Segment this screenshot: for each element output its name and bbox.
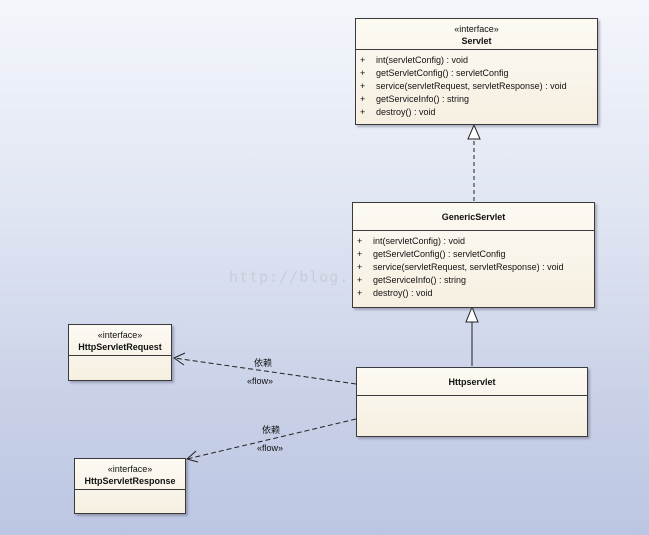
request-dependency-stereotype: «flow» — [247, 376, 274, 386]
response-dependency-name: 依赖 — [262, 425, 281, 435]
watermark: http://blog. — [229, 268, 350, 286]
class-http-servlet[interactable]: Httpservlet — [356, 367, 588, 437]
operation[interactable]: +service(servletRequest, servletResponse… — [357, 262, 564, 272]
operation[interactable]: +destroy() : void — [357, 288, 433, 298]
operation[interactable]: +getServiceInfo() : string — [360, 94, 470, 104]
generalization-arrowhead — [465, 305, 479, 323]
class-http-servlet-response-stereotype: «interface» — [107, 464, 153, 474]
class-generic-servlet-operations: +int(servletConfig) : void +getServletCo… — [353, 231, 594, 300]
class-http-servlet-name: Httpservlet — [448, 377, 496, 387]
operation[interactable]: +int(servletConfig) : void — [357, 236, 466, 246]
response-dependency-line[interactable] — [186, 418, 357, 460]
class-servlet-name: Servlet — [461, 36, 492, 46]
class-servlet-operations: +int(servletConfig) : void +getServletCo… — [356, 50, 597, 119]
class-servlet-stereotype: «interface» — [454, 24, 499, 34]
class-http-servlet-request[interactable]: «interface» HttpServletRequest — [68, 324, 172, 381]
request-dependency-line[interactable] — [173, 357, 357, 385]
class-http-servlet-request-name: HttpServletRequest — [78, 342, 162, 352]
operation[interactable]: +int(servletConfig) : void — [360, 55, 469, 65]
request-dependency-arrowhead — [172, 352, 186, 366]
class-servlet-header: «interface» Servlet — [356, 19, 597, 50]
operation[interactable]: +getServletConfig() : servletConfig — [357, 249, 506, 259]
class-http-servlet-response-header: «interface» HttpServletResponse — [75, 459, 185, 490]
operation[interactable]: +getServiceInfo() : string — [357, 275, 467, 285]
operation[interactable]: +getServletConfig() : servletConfig — [360, 68, 509, 78]
response-dependency-stereotype: «flow» — [257, 443, 284, 453]
request-dependency-name: 依赖 — [254, 358, 273, 368]
class-http-servlet-response-name: HttpServletResponse — [84, 476, 176, 486]
operation[interactable]: +service(servletRequest, servletResponse… — [360, 81, 567, 91]
class-generic-servlet[interactable]: GenericServlet +int(servletConfig) : voi… — [352, 202, 595, 308]
response-dependency-arrowhead — [185, 450, 199, 463]
realization-arrowhead — [467, 123, 481, 140]
class-generic-servlet-name: GenericServlet — [441, 212, 506, 222]
class-http-servlet-header: Httpservlet — [357, 368, 587, 396]
class-generic-servlet-header: GenericServlet — [353, 203, 594, 231]
class-http-servlet-response[interactable]: «interface» HttpServletResponse — [74, 458, 186, 514]
operation[interactable]: +destroy() : void — [360, 107, 436, 117]
class-http-servlet-request-stereotype: «interface» — [97, 330, 143, 340]
class-servlet[interactable]: «interface» Servlet +int(servletConfig) … — [355, 18, 598, 125]
class-http-servlet-request-header: «interface» HttpServletRequest — [69, 325, 171, 356]
